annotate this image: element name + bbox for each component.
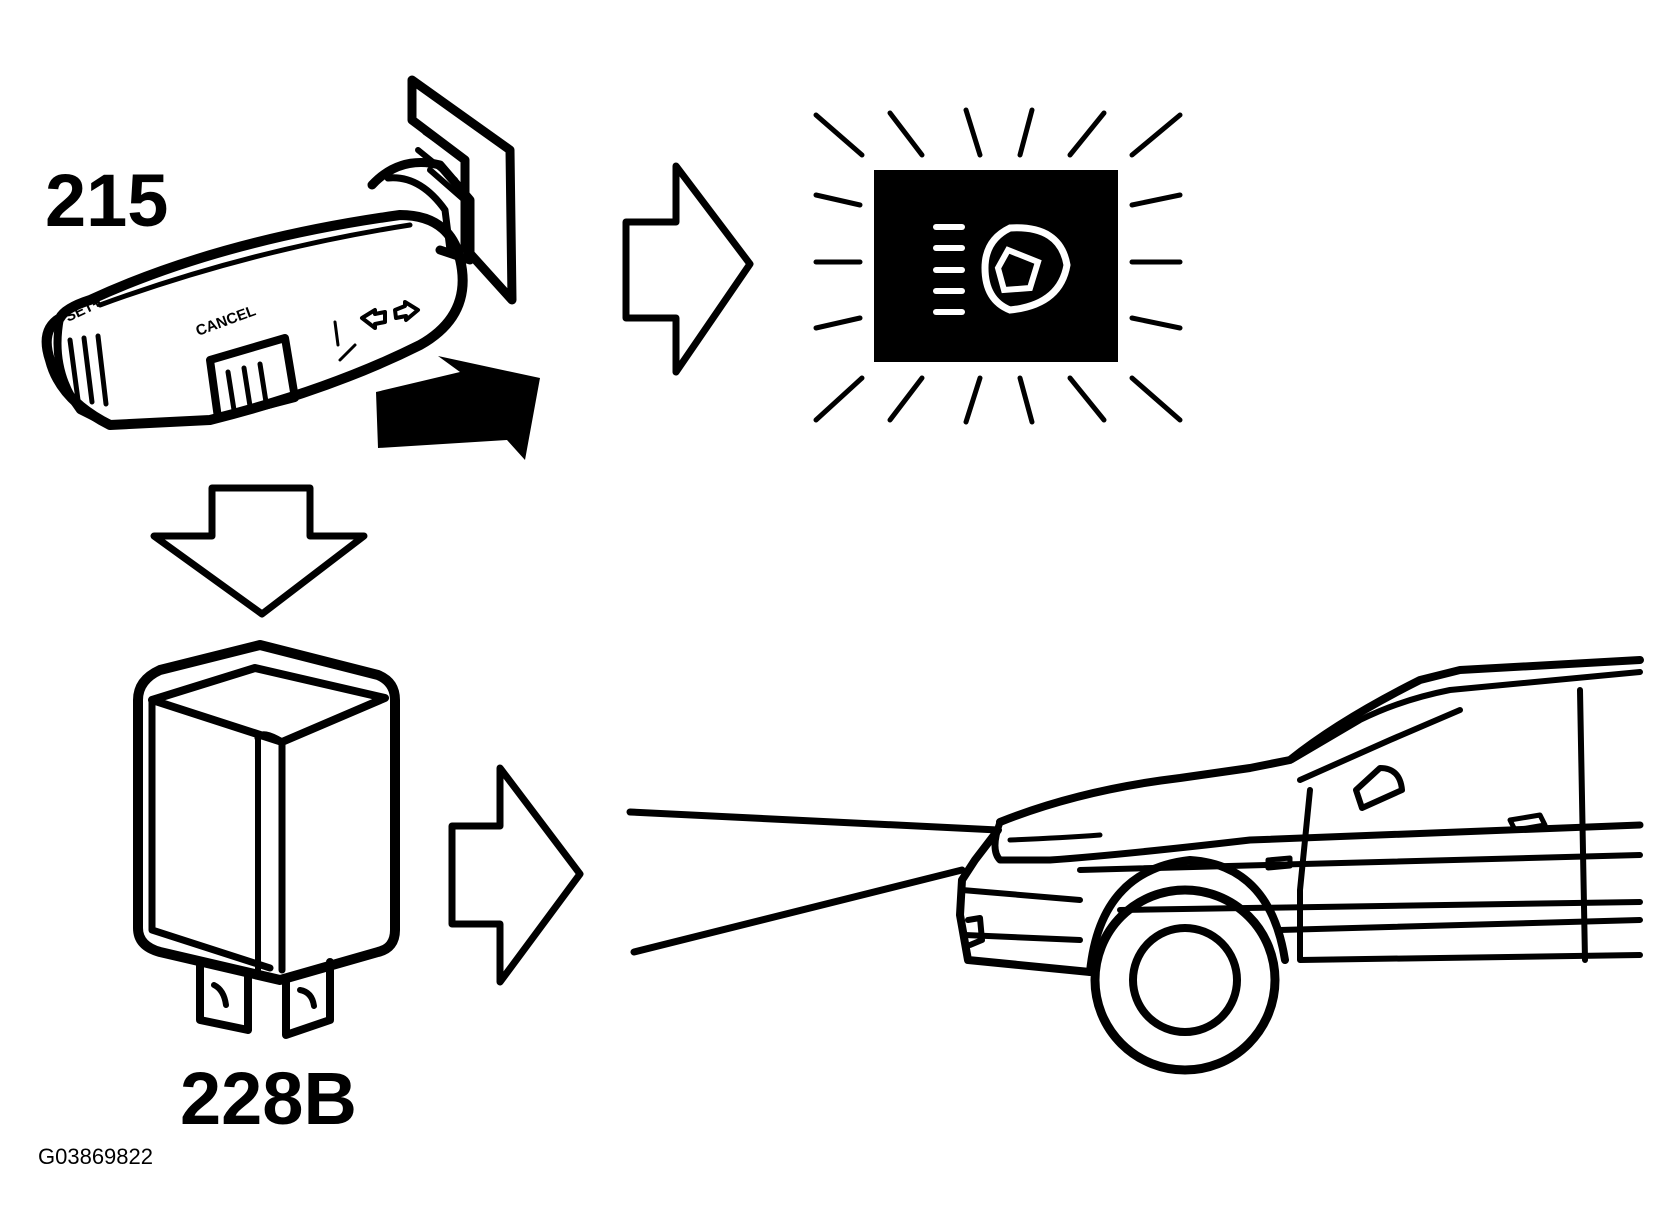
arrow-to-relay [150,484,368,618]
headlight-beams [626,808,1002,956]
push-down-arrow [376,356,540,460]
figure-code-label: G03869822 [38,1144,153,1169]
turn-arrows-icon [360,300,420,330]
relay-number-label: 228B [180,1057,357,1140]
arrow-to-headlight-symbol [622,162,754,376]
cancel-marking: CANCEL [194,302,259,339]
switch-number-label: 215 [45,159,168,242]
car-front-view [956,656,1644,1075]
arrow-to-car [448,764,584,986]
high-beam-indicator [813,107,1183,425]
stalk-switch-215: SET+ CANCEL [41,75,517,430]
relay-228b [133,640,400,1039]
